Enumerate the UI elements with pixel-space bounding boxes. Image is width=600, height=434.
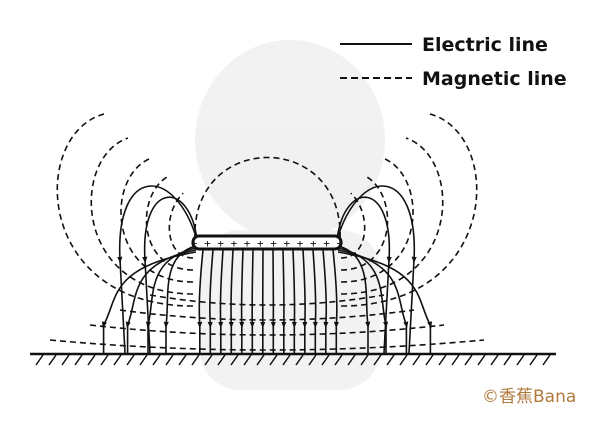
ground-hatch — [347, 354, 356, 366]
ground-hatch — [360, 354, 369, 366]
electric-line — [239, 249, 245, 353]
magnetic-line — [194, 156, 341, 241]
electric-line — [145, 247, 197, 353]
legend: Electric line Magnetic line — [340, 34, 567, 90]
electric-field-lines — [101, 185, 433, 354]
ground-hatch — [100, 354, 109, 366]
ground-hatch — [191, 354, 200, 366]
electric-line — [197, 249, 204, 353]
magnetic-line — [340, 137, 444, 295]
magnetic-line — [340, 113, 478, 307]
ground-plane — [30, 352, 556, 366]
electric-line — [281, 249, 287, 353]
ground-hatch — [425, 354, 434, 366]
ground-hatch — [529, 354, 538, 366]
ground-hatch — [256, 354, 265, 366]
ground-hatch — [412, 354, 421, 366]
charge-symbols: + + + + + + + + + + + + — [191, 237, 344, 250]
ground-hatch — [282, 354, 291, 366]
ground-hatch — [399, 354, 408, 366]
ground-hatch — [74, 354, 83, 366]
ground-hatch — [438, 354, 447, 366]
electric-line — [291, 249, 297, 353]
ground-hatch — [217, 354, 226, 366]
electric-line — [249, 249, 255, 353]
ground-hatch — [204, 354, 213, 366]
magnetic-line — [145, 176, 194, 271]
ground-hatch — [178, 354, 187, 366]
electric-line — [337, 251, 433, 353]
ground-hatch — [113, 354, 122, 366]
electric-line — [322, 249, 329, 353]
electric-line — [312, 249, 318, 353]
ground-hatch — [35, 354, 44, 366]
magnetic-line — [90, 137, 194, 295]
legend-electric-label: Electric line — [422, 34, 548, 56]
ground-hatch — [386, 354, 395, 366]
background-figure — [195, 40, 385, 390]
ground-hatch — [477, 354, 486, 366]
ground-hatch — [87, 354, 96, 366]
ground-hatch — [295, 354, 304, 366]
ground-hatch — [269, 354, 278, 366]
ground-hatch — [243, 354, 252, 366]
ground-hatch — [152, 354, 161, 366]
ground-hatch — [516, 354, 525, 366]
electric-line — [332, 249, 339, 353]
ground-hatch — [451, 354, 460, 366]
ground-hatch — [542, 354, 551, 366]
ground-hatch — [126, 354, 135, 366]
electric-line — [218, 249, 224, 353]
electric-line — [336, 196, 392, 354]
ground-hatch — [139, 354, 148, 366]
ground-hatch — [61, 354, 70, 366]
ground-hatch — [334, 354, 343, 366]
ground-hatch — [321, 354, 330, 366]
ground-hatch — [464, 354, 473, 366]
legend-magnetic-label: Magnetic line — [422, 68, 567, 90]
electric-line — [336, 185, 417, 354]
magnetic-line — [49, 339, 485, 351]
ground-hatch — [48, 354, 57, 366]
watermark: ©香蕉Bana — [482, 387, 576, 407]
electric-line — [228, 249, 234, 353]
ground-hatch — [230, 354, 239, 366]
ground-hatch — [165, 354, 174, 366]
ground-hatch — [308, 354, 317, 366]
electric-line — [302, 249, 308, 353]
ground-hatch — [503, 354, 512, 366]
charged-conductor: + + + + + + + + + + + + — [191, 234, 344, 251]
magnetic-line — [56, 113, 194, 307]
magnetic-line — [149, 294, 385, 306]
electric-line — [207, 249, 214, 353]
electric-line — [117, 185, 198, 354]
ground-hatch — [373, 354, 382, 366]
electric-line — [142, 196, 198, 354]
ground-hatch — [490, 354, 499, 366]
electric-line — [101, 251, 197, 353]
electric-line — [125, 249, 197, 353]
